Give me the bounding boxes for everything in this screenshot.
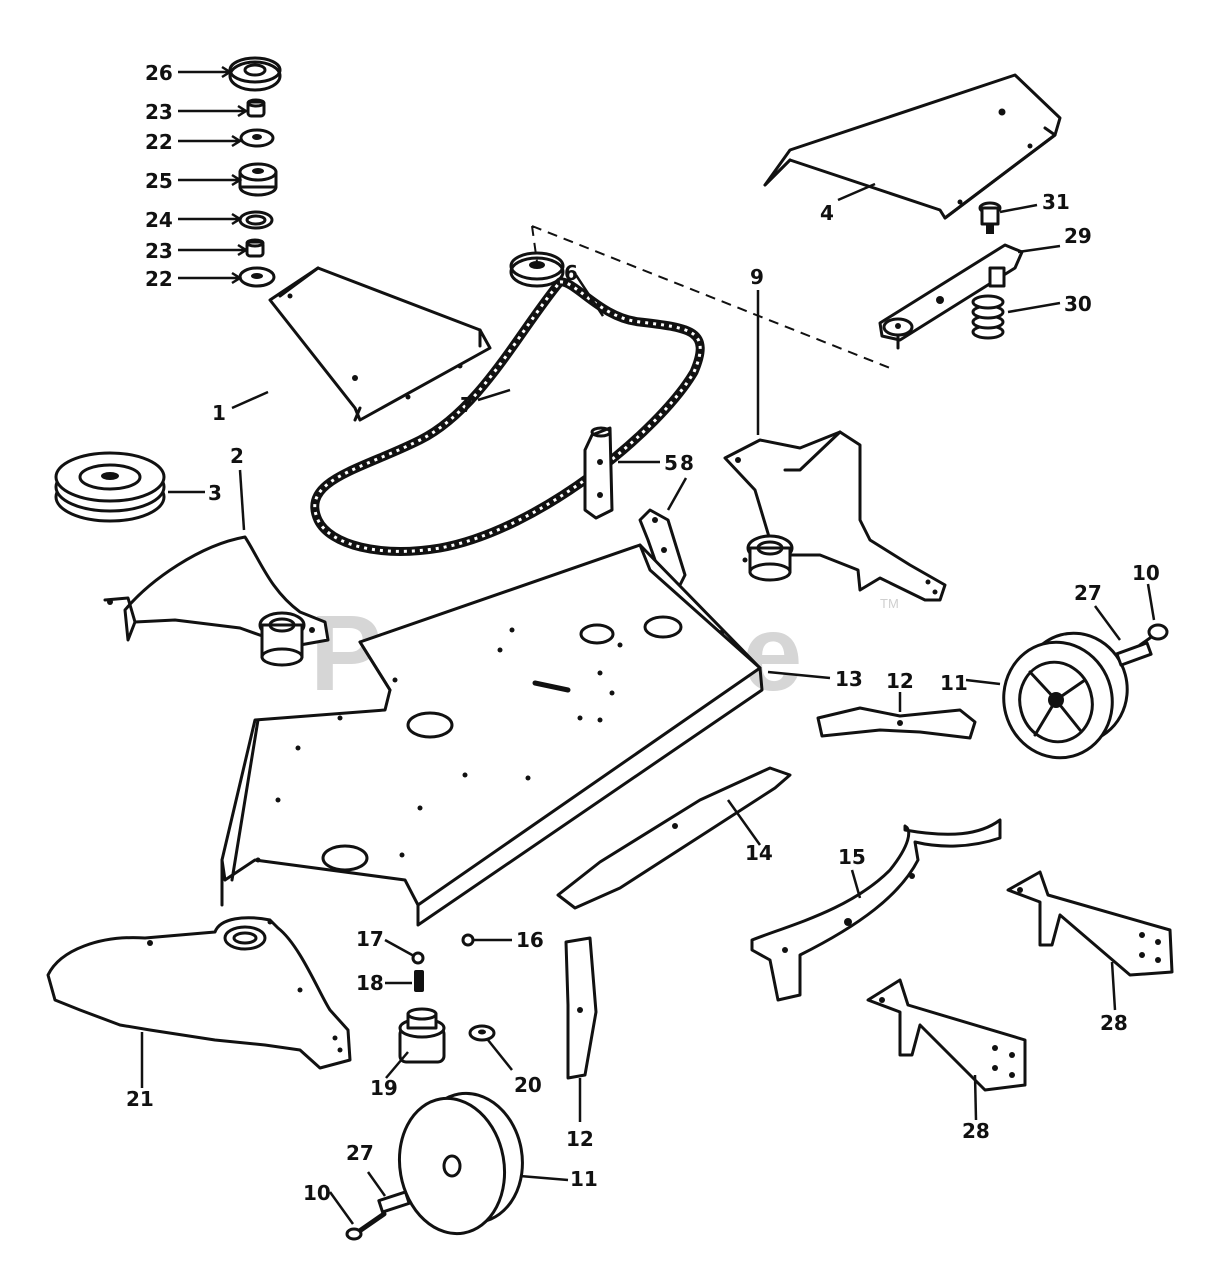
- part-6-v-belt[interactable]: [310, 277, 705, 556]
- callout-13: 13: [835, 667, 863, 691]
- callout-30: 30: [1064, 292, 1092, 316]
- part-5-bracket[interactable]: [583, 426, 614, 520]
- callout-21: 21: [126, 1087, 154, 1111]
- callout-23-upper: 23: [145, 100, 173, 124]
- part-22-washer-lower[interactable]: [238, 266, 276, 288]
- part-13-mower-deck[interactable]: [220, 543, 764, 927]
- part-10-bolt-left[interactable]: [345, 1211, 387, 1241]
- part-25-bearing[interactable]: [238, 162, 278, 197]
- callout-11-left: 11: [570, 1167, 598, 1191]
- callout-11-right: 11: [940, 671, 968, 695]
- callout-8: 8: [680, 451, 694, 475]
- part-11-wheel-left[interactable]: [389, 1085, 533, 1242]
- part-26-pulley[interactable]: [228, 56, 282, 92]
- callout-2: 2: [230, 444, 244, 468]
- part-12-blade-vertical[interactable]: [564, 936, 598, 1080]
- callout-26: 26: [145, 61, 173, 85]
- part-14-blade-long[interactable]: [556, 766, 792, 910]
- part-3-engine-pulley[interactable]: [54, 451, 166, 523]
- callout-7: 7: [460, 393, 474, 417]
- callout-17: 17: [356, 927, 384, 951]
- callout-9: 9: [750, 265, 764, 289]
- callout-27-left: 27: [346, 1141, 374, 1165]
- pulley-stack: [228, 56, 282, 288]
- callout-24: 24: [145, 208, 173, 232]
- callout-10-right: 10: [1132, 561, 1160, 585]
- part-19-spindle-mount[interactable]: [398, 1007, 446, 1064]
- part-20-washer[interactable]: [468, 1024, 496, 1042]
- part-4-top-shield[interactable]: [763, 73, 1062, 220]
- part-28-mounting-bracket-upper[interactable]: [1006, 870, 1174, 977]
- callout-22-upper: 22: [145, 130, 173, 154]
- part-27-axle-spacer-left[interactable]: [377, 1190, 411, 1214]
- part-29-idler-arm[interactable]: [878, 243, 1024, 350]
- part-23-bushing-lower[interactable]: [245, 238, 265, 258]
- part-15-curved-bracket[interactable]: [750, 818, 1002, 1002]
- part-24-ring[interactable]: [238, 210, 274, 230]
- callout-20: 20: [514, 1073, 542, 1097]
- part-27-axle-spacer-right[interactable]: [1115, 641, 1153, 667]
- callout-10-left: 10: [303, 1181, 331, 1205]
- callout-31: 31: [1042, 190, 1070, 214]
- part-9-right-spindle-housing[interactable]: [723, 430, 947, 602]
- alignment-line: [531, 225, 896, 371]
- callout-28-lower: 28: [962, 1119, 990, 1143]
- callout-4: 4: [820, 201, 834, 225]
- part-10-bolt-right[interactable]: [1138, 623, 1169, 647]
- callout-16: 16: [516, 928, 544, 952]
- part-7-idler-pulley[interactable]: [509, 251, 565, 288]
- part-31-bolt[interactable]: [978, 201, 1002, 234]
- part-21-spindle-housing-lower[interactable]: [46, 916, 352, 1070]
- part-28-mounting-bracket-lower[interactable]: [866, 978, 1027, 1092]
- callout-15: 15: [838, 845, 866, 869]
- callout-14: 14: [745, 841, 773, 865]
- part-1-belt-cover[interactable]: [268, 266, 492, 422]
- part-11-wheel-right[interactable]: [991, 621, 1140, 770]
- callout-23-lower: 23: [145, 239, 173, 263]
- callout-6: 6: [564, 261, 578, 285]
- part-17-nut[interactable]: [411, 951, 425, 965]
- callout-12-lower: 12: [566, 1127, 594, 1151]
- callout-1: 1: [212, 401, 226, 425]
- part-16-nut[interactable]: [461, 933, 475, 947]
- watermark-trademark: TM: [880, 596, 899, 611]
- part-12-blade-right[interactable]: [816, 706, 977, 740]
- part-23-bushing-upper[interactable]: [246, 98, 266, 118]
- callout-labels: 26 23 22 25 24 23 22 1 2 3 4 5 6 7 8 9 1…: [126, 61, 1160, 1205]
- callout-5: 5: [664, 451, 678, 475]
- part-22-washer-upper[interactable]: [239, 128, 275, 148]
- part-2-left-spindle-housing[interactable]: [103, 535, 330, 667]
- callout-3: 3: [208, 481, 222, 505]
- part-30-spring[interactable]: [971, 294, 1005, 340]
- part-18-screw[interactable]: [414, 970, 424, 992]
- callout-12-right: 12: [886, 669, 914, 693]
- callout-22-lower: 22: [145, 267, 173, 291]
- callout-19: 19: [370, 1076, 398, 1100]
- leader-lines: [140, 65, 1156, 1225]
- callout-28-upper: 28: [1100, 1011, 1128, 1035]
- callout-29: 29: [1064, 224, 1092, 248]
- callout-27-right: 27: [1074, 581, 1102, 605]
- callout-18: 18: [356, 971, 384, 995]
- callout-25: 25: [145, 169, 173, 193]
